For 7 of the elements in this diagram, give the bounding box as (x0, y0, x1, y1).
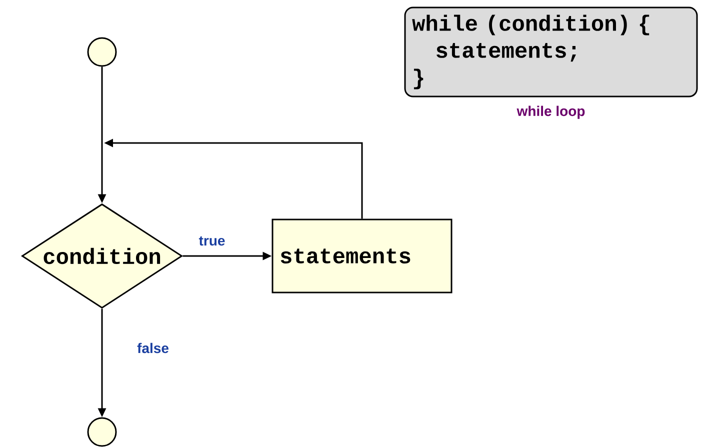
process-box: statements (272, 218, 452, 294)
edge-label: true (198, 236, 225, 246)
terminal-circle (87, 37, 117, 67)
node-label: while loop (516, 106, 585, 119)
edge-label: false (137, 342, 168, 354)
terminal-circle (87, 417, 117, 447)
code-box: while (condition) { statements; } (404, 6, 698, 98)
